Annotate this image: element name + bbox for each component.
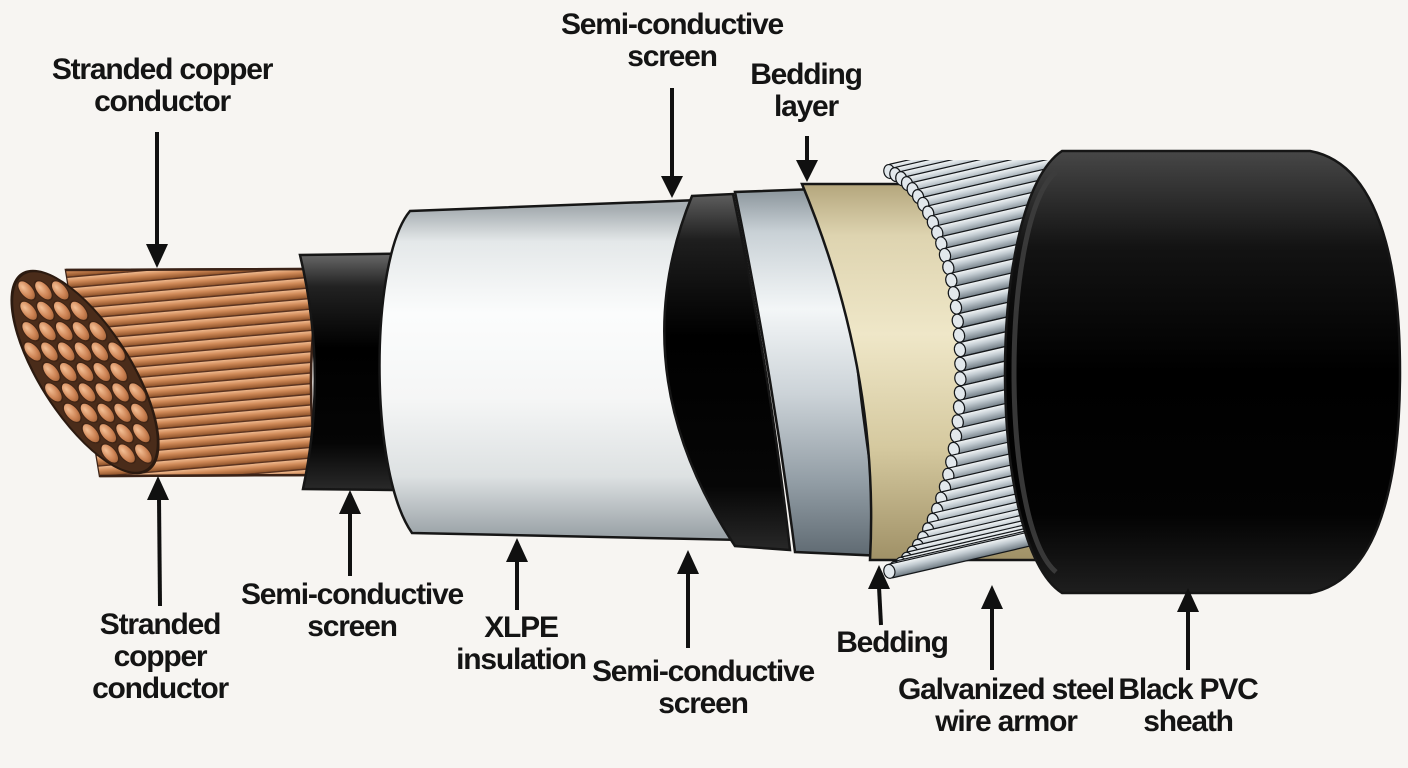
arrow-bottom-screen-outer — [677, 550, 699, 648]
arrow-top-bedding — [796, 136, 818, 182]
label-stranded-copper-conductor-top: Stranded copper conductor — [51, 53, 274, 118]
arrow-bottom-xlpe — [506, 538, 528, 610]
copper-face-strands — [16, 280, 154, 464]
label-semiconductive-screen-top: Semi-conductive screen — [560, 8, 784, 73]
sheath-face-rim-highlight — [1011, 170, 1058, 574]
arrow-bottom-bedding — [868, 565, 890, 626]
arrow-top-screen — [661, 88, 683, 198]
label-semiconductive-screen-inner-bottom: Semi-conductive screen — [240, 578, 464, 643]
arrow-bottom-conductor — [147, 476, 169, 607]
arrow-top-conductor — [146, 132, 168, 268]
label-bedding-bottom: Bedding — [836, 626, 949, 659]
label-galvanized-steel-wire-armor: Galvanized steel wire armor — [898, 673, 1115, 738]
outer-semiconductive-screen-layer — [663, 192, 792, 552]
label-bedding-layer-top: Bedding layer — [750, 58, 863, 123]
label-black-pvc-sheath: Black PVC sheath — [1118, 673, 1258, 738]
arrow-bottom-sheath — [1177, 588, 1199, 670]
copper-conductor-layer — [10, 267, 324, 478]
arrow-bottom-screen-inner — [339, 490, 361, 576]
label-xlpe-insulation-bottom: XLPE insulation — [456, 611, 587, 676]
label-stranded-copper-conductor-bottom: Stranded copper conductor — [92, 608, 229, 705]
label-semiconductive-screen-outer-bottom: Semi-conductive screen — [591, 655, 815, 720]
pvc-sheath-layer — [1003, 149, 1402, 595]
arrow-bottom-armor — [981, 585, 1003, 670]
copper-face — [10, 269, 160, 475]
